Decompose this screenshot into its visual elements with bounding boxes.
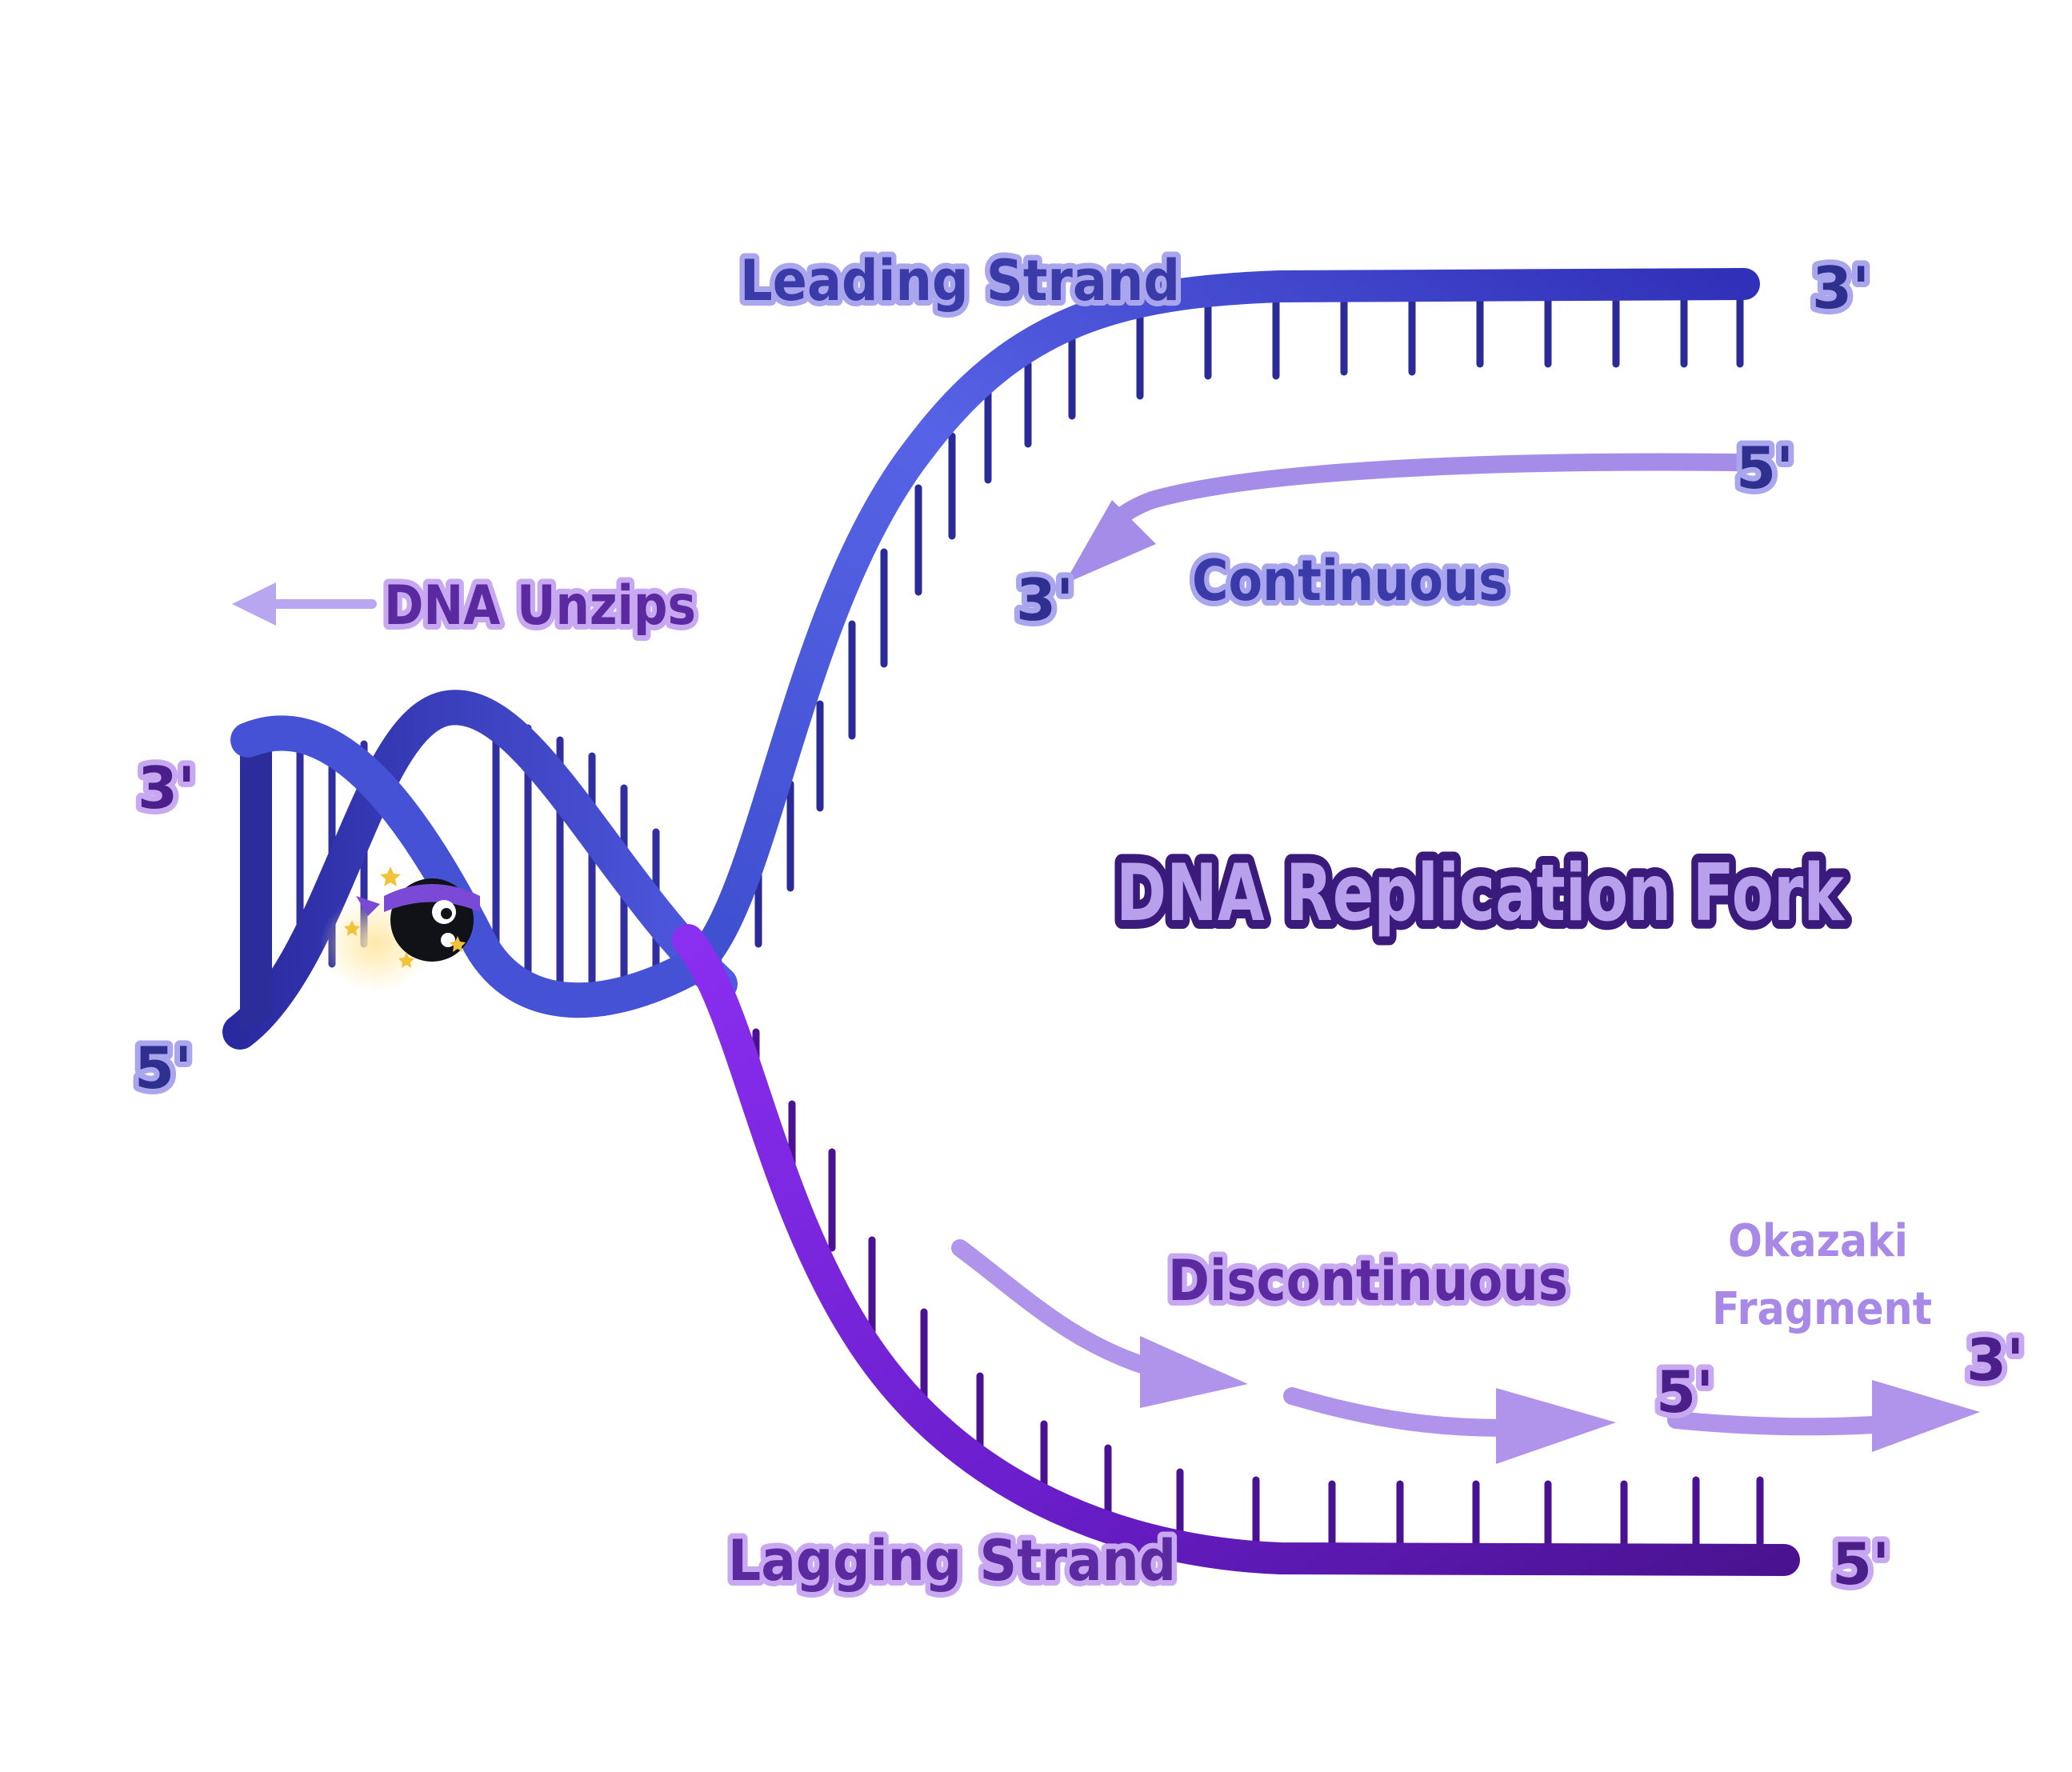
- okazaki-start-label: 5': [1656, 1358, 1714, 1426]
- diagram-title-fill: DNA Replication Fork: [1116, 848, 1846, 939]
- okazaki-fragment-arrow-1: [951, 1239, 1248, 1408]
- leading-end-label: 3': [1812, 254, 1870, 322]
- lagging-end-label: 5': [1832, 1530, 1890, 1598]
- leading-strand-label: Leading Strand: [740, 248, 1180, 314]
- okazaki-fragment-arrow-2: [1283, 1387, 1616, 1464]
- okazaki-fragment-arrow-3: [1667, 1380, 1980, 1452]
- dna-unzips-arrow: [232, 582, 377, 626]
- discontinuous-label: Discontinuous: [1168, 1248, 1568, 1314]
- helix-left-block: [240, 736, 272, 1032]
- okazaki-label-line1: Okazaki: [1728, 1215, 1908, 1267]
- helix-strand-back: [222, 690, 738, 1050]
- leading-strand: [688, 268, 1760, 972]
- leading-strand-bases: [754, 292, 1744, 948]
- okazaki-end-label: 3': [1966, 1326, 2024, 1394]
- okazaki-label-line2: Fragment: [1712, 1283, 1932, 1335]
- parent-dna-helix: [222, 690, 738, 1050]
- dna-unzips-label: DNA Unzips: [384, 574, 696, 638]
- parent-top-end-label: 3': [138, 754, 195, 822]
- continuous-end-label: 3': [1016, 566, 1074, 634]
- star-icon: [344, 866, 466, 968]
- diagram-title: DNA Replication Fork: [1116, 848, 1846, 939]
- continuous-arrow: [1064, 453, 1745, 584]
- parent-bottom-end-label: 5': [134, 1034, 192, 1102]
- lagging-strand-backbone: [672, 924, 1800, 1576]
- lagging-strand-label: Lagging Strand: [728, 1528, 1176, 1594]
- leading-strand-backbone: [688, 268, 1760, 972]
- continuous-label: Continuous: [1192, 548, 1508, 614]
- continuous-start-label: 5': [1736, 434, 1794, 502]
- ninja-mascot-icon: [320, 866, 480, 992]
- lagging-strand: [672, 924, 1800, 1576]
- helix-strand-front: [230, 715, 722, 1018]
